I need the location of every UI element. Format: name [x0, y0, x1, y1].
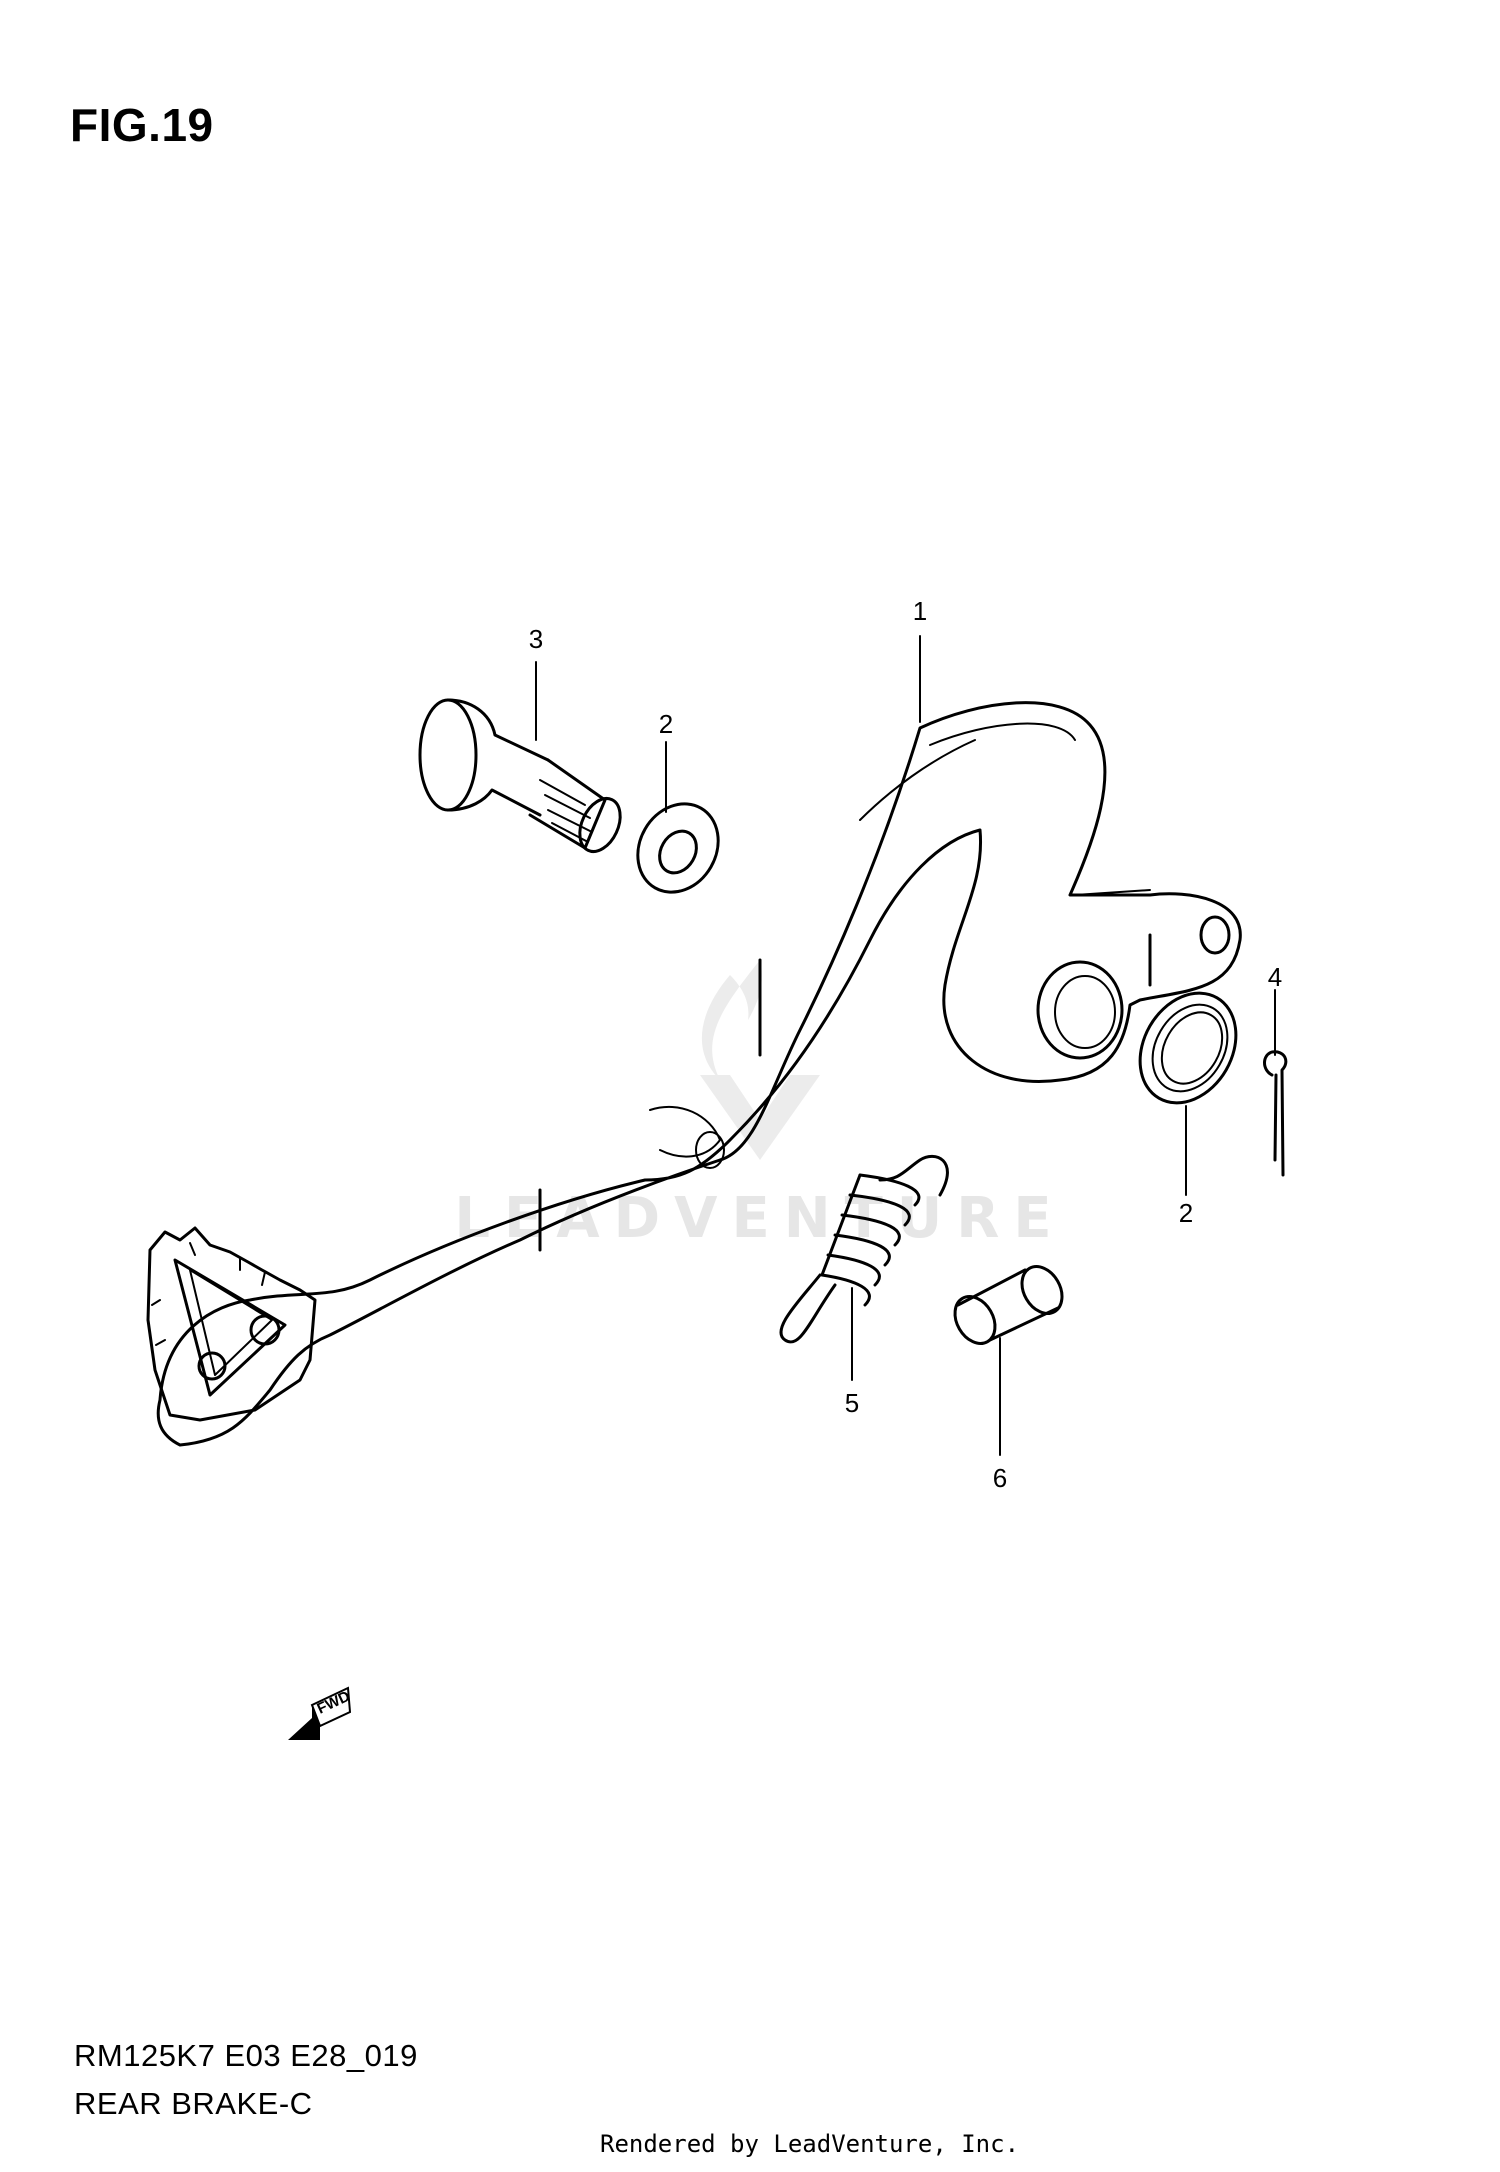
- diagram-code: RM125K7 E03 E28_019: [74, 2038, 418, 2073]
- rendered-by-credit: Rendered by LeadVenture, Inc.: [600, 2130, 1020, 2158]
- callout-1: 1: [913, 596, 927, 626]
- callout-labels: 1 2 3 4 2 5 6: [529, 596, 1282, 1493]
- fwd-arrow-icon: FWD: [288, 1686, 353, 1740]
- pivot-bolt-drawing: [418, 698, 622, 853]
- washer-upper-drawing: [636, 802, 720, 894]
- cotter-pin-drawing: [1263, 1050, 1288, 1177]
- figure-title: FIG.19: [70, 99, 214, 151]
- watermark-text: LEADVENTURE: [454, 1186, 1065, 1251]
- callout-4: 4: [1268, 962, 1282, 992]
- bushing-drawing: [953, 1265, 1064, 1345]
- seal-drawing: [1138, 991, 1238, 1105]
- diagram-name: REAR BRAKE-C: [74, 2086, 313, 2121]
- callout-6: 6: [993, 1463, 1007, 1493]
- callout-2-washer: 2: [659, 709, 673, 739]
- watermark-flame-icon: [701, 960, 762, 1080]
- callout-3: 3: [529, 624, 543, 654]
- return-spring-drawing: [779, 1154, 949, 1344]
- leader-lines: [535, 635, 1276, 1456]
- watermark: LEADVENTURE: [454, 960, 1065, 1251]
- watermark-mark-icon: [700, 1075, 820, 1160]
- brake-pedal-drawing: [146, 701, 1242, 1447]
- callout-2-seal: 2: [1179, 1198, 1193, 1228]
- callout-5: 5: [845, 1388, 859, 1418]
